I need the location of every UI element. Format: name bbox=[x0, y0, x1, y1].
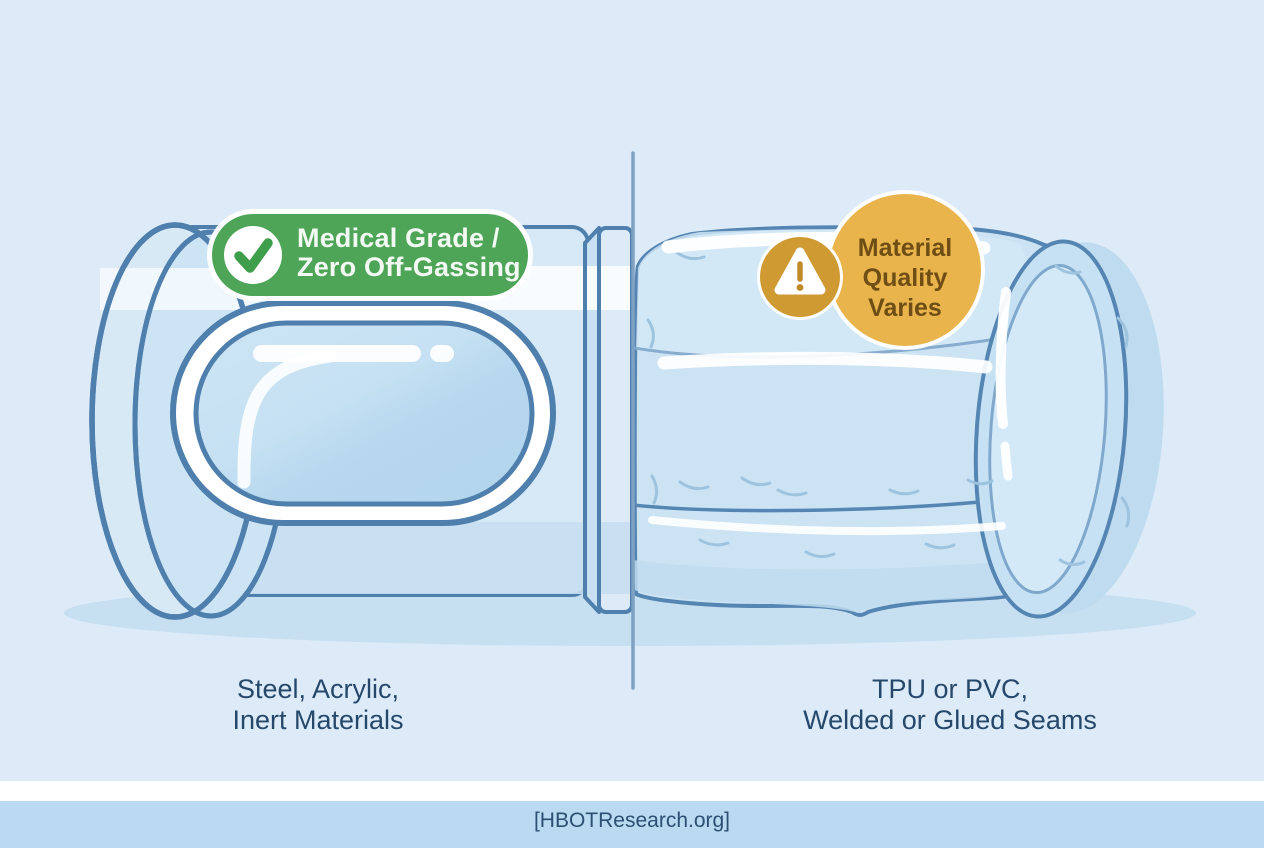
approved-badge-label: Medical Grade / Zero Off-Gassing bbox=[297, 223, 521, 282]
warning-badge bbox=[757, 190, 985, 350]
soft-chamber-caption: TPU or PVC, Welded or Glued Seams bbox=[803, 674, 1097, 735]
divider-band bbox=[0, 781, 1264, 801]
acrylic-window bbox=[170, 300, 556, 526]
fabric-creases bbox=[646, 236, 1131, 567]
footer-source-text: [HBOTResearch.org] bbox=[533, 809, 731, 832]
warning-badge-label: Material Quality Varies bbox=[857, 234, 953, 322]
footer-band bbox=[0, 801, 1264, 848]
checkmark-icon bbox=[224, 226, 282, 284]
approved-badge bbox=[207, 209, 533, 301]
warning-triangle-icon bbox=[774, 247, 826, 295]
hard-chamber-caption: Steel, Acrylic, Inert Materials bbox=[232, 674, 404, 735]
